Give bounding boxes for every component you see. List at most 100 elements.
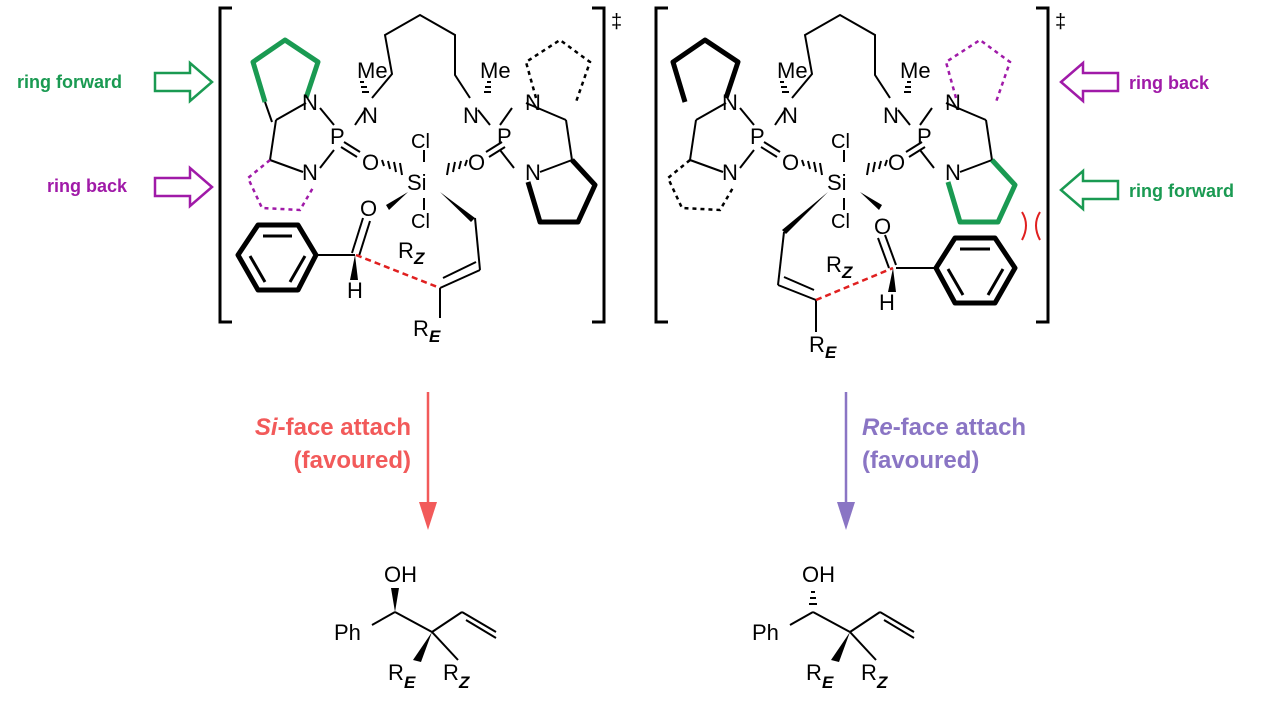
left-cl-1: Cl: [411, 131, 430, 153]
left-si-o-wedge: [386, 192, 408, 210]
right-ring-forward-arrow: [1059, 168, 1120, 212]
left-ring-back-arrow: [153, 165, 214, 209]
right-h-wedge: [888, 268, 896, 292]
left-r-e: R: [413, 316, 429, 341]
right-o-carbonyl: O: [874, 214, 891, 239]
left-ts-bracket-close: [592, 6, 606, 324]
left-ring-back-annotation: ring back: [47, 165, 214, 209]
right-n-ring-1: N: [722, 90, 738, 115]
right-r-e: R: [809, 332, 825, 357]
right-ring-forward-label: ring forward: [1129, 181, 1234, 201]
left-ring-forward-annotation: ring forward: [17, 60, 214, 104]
left-right-bicycle: [499, 102, 573, 173]
left-o-p-1: O: [362, 150, 379, 175]
right-o-si-hash: [801, 159, 888, 176]
right-product-re-sub: E: [822, 673, 834, 692]
right-carbonyl: [877, 234, 936, 269]
left-product-rz: R: [443, 660, 459, 685]
right-reaction-arrow: Re-face attach (favoured): [837, 392, 1026, 530]
left-si-ch2-wedge: [440, 192, 475, 222]
left-p-1: P: [330, 124, 345, 149]
right-n-amine-1: N: [782, 103, 798, 128]
left-p-2: P: [497, 124, 512, 149]
right-ts-bracket-close: [1036, 6, 1050, 324]
right-p-1: P: [750, 124, 765, 149]
right-green-pyrrolidine: [945, 158, 1018, 225]
left-ring-forward-arrow: [153, 60, 214, 104]
right-product-re: R: [806, 660, 822, 685]
left-transition-state: ‡: [218, 6, 622, 346]
right-benzene: [933, 235, 1018, 306]
left-me-hash-1: [360, 81, 369, 93]
left-green-pyrrolidine: [250, 37, 321, 103]
left-n-ring-2: N: [302, 160, 318, 185]
right-n-ring-3: N: [945, 90, 961, 115]
right-allyl: [777, 231, 817, 332]
left-o-si-hash: [381, 159, 468, 176]
left-ring-back-label: ring back: [47, 176, 128, 196]
left-me-hash-2: [484, 81, 491, 93]
right-r-z: R: [826, 252, 842, 277]
right-face-italic: Re: [862, 414, 893, 441]
right-ts-dagger: ‡: [1055, 11, 1066, 33]
right-me-hash-1: [780, 81, 789, 93]
left-n-ring-1: N: [302, 90, 318, 115]
left-face-rest: -face attach: [278, 414, 411, 441]
right-forming-bond: [815, 266, 894, 302]
right-po-bonds: [760, 141, 926, 158]
left-bold-pyrrolidine: [525, 158, 598, 225]
left-product-ph: Ph: [334, 620, 361, 645]
right-left-bicycle: [689, 102, 755, 173]
right-face-rest: -face attach: [893, 414, 1026, 441]
right-purple-pyrrolidine: [944, 38, 1012, 103]
right-si-ch2-wedge: [782, 192, 828, 234]
left-r-z: R: [398, 238, 414, 263]
right-product-rz-sub: Z: [876, 673, 888, 692]
right-chain: [774, 13, 911, 126]
right-attach-line-1: Re-face attach: [862, 414, 1026, 441]
left-ts-dagger: ‡: [611, 11, 622, 33]
right-p-2: P: [917, 124, 932, 149]
right-n-ring-4: N: [945, 160, 961, 185]
left-product-oh: OH: [384, 562, 417, 587]
left-n-ring-3: N: [525, 90, 541, 115]
right-ring-back-arrow: [1059, 60, 1120, 104]
left-benzene: [235, 222, 319, 293]
right-product-rz: R: [861, 660, 877, 685]
left-allyl: [439, 217, 481, 318]
right-si-o-wedge: [860, 192, 882, 210]
right-product-ph: Ph: [752, 620, 779, 645]
right-me-1: Me: [777, 58, 808, 83]
right-steric-clash: [1021, 211, 1041, 241]
right-r-z-sub: Z: [841, 263, 853, 282]
right-si: Si: [827, 170, 847, 195]
left-si: Si: [407, 170, 427, 195]
left-o-carbonyl: O: [360, 196, 377, 221]
left-reaction-arrow: Si-face attach (favoured): [255, 392, 437, 530]
left-n-amine-2: N: [463, 103, 479, 128]
left-n-amine-1: N: [362, 103, 378, 128]
right-cl-2: Cl: [831, 211, 850, 233]
right-black-dashed-pyrrolidine: [666, 159, 736, 212]
left-r-e-sub: E: [429, 327, 441, 346]
right-product: OH Ph R E R Z: [752, 562, 915, 692]
right-o-p-1: O: [782, 150, 799, 175]
right-ring-forward-annotation: ring forward: [1059, 168, 1234, 212]
left-purple-pyrrolidine: [246, 159, 316, 212]
right-ts-bracket-open: [654, 6, 668, 324]
left-po-bonds: [340, 141, 506, 158]
left-face-italic: Si: [255, 414, 279, 441]
left-me-1: Me: [357, 58, 388, 83]
right-product-oh: OH: [802, 562, 835, 587]
left-attach-line-2: (favoured): [294, 447, 411, 474]
left-chain: [354, 13, 491, 126]
right-ring-back-label: ring back: [1129, 73, 1210, 93]
left-carbonyl: [316, 217, 371, 257]
left-product: OH Ph R E R Z: [334, 562, 497, 692]
left-h-wedge: [350, 255, 358, 280]
right-o-p-2: O: [888, 150, 905, 175]
left-ring-forward-label: ring forward: [17, 72, 122, 92]
right-transition-state: ‡: [654, 6, 1066, 362]
right-r-e-sub: E: [825, 343, 837, 362]
right-ring-back-annotation: ring back: [1059, 60, 1210, 104]
